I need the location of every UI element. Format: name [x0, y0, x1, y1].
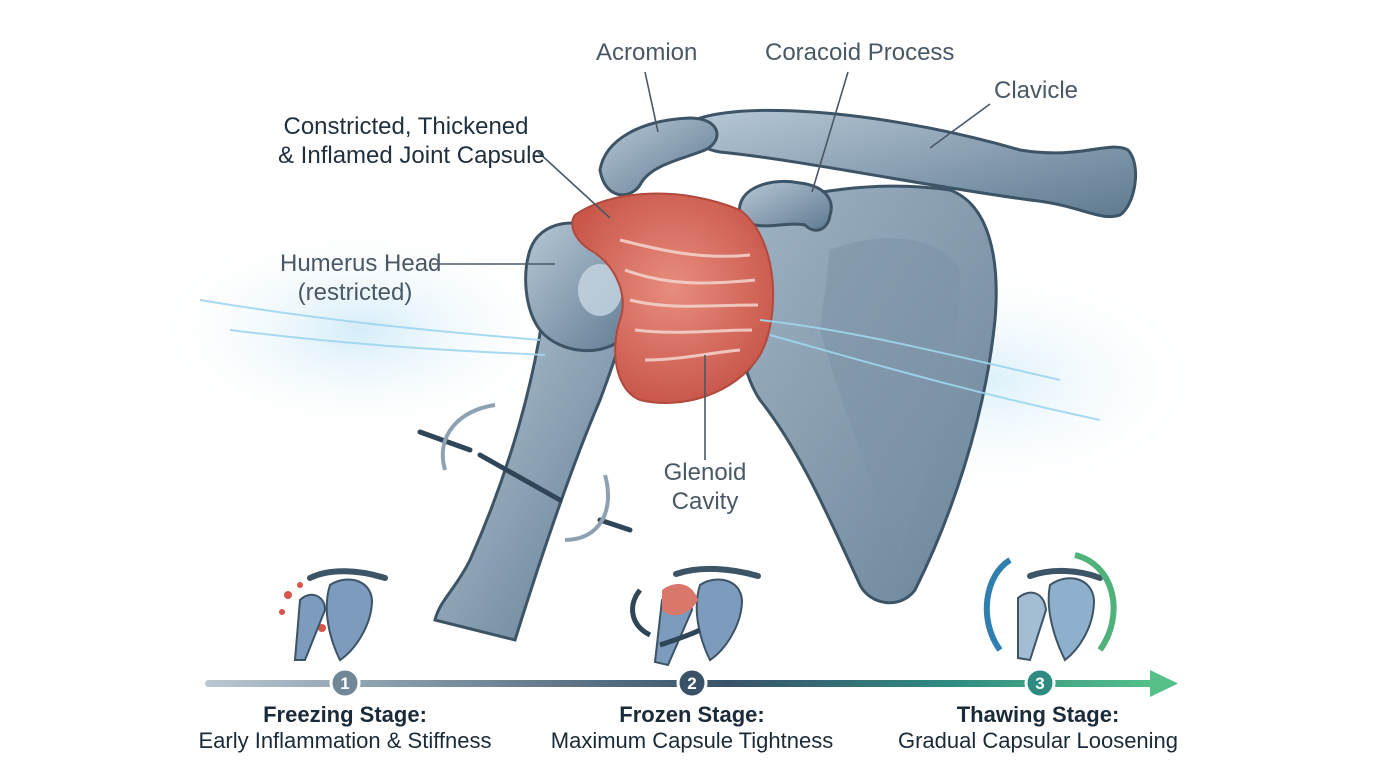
label-joint-capsule-line1: Constricted, Thickened: [283, 113, 529, 140]
label-clavicle: Clavicle: [994, 77, 1079, 104]
cold-flow-streaks: [199, 299, 1101, 421]
scapula-shade: [820, 238, 960, 551]
label-coracoid-process: Coracoid Process: [765, 39, 955, 66]
label-humerus-head-line1: Humerus Head: [280, 250, 442, 277]
stage-badge-1-circle: [329, 667, 361, 699]
stage-badge-1: 1: [329, 667, 361, 699]
stage-badge-3-number: 3: [1035, 674, 1044, 693]
stage-badge-2-number: 2: [687, 674, 696, 693]
stage-badge-2: 2: [676, 667, 708, 699]
cold-mist-left: [150, 220, 570, 440]
stage-badge-1-number: 1: [340, 674, 349, 693]
stage-1-icon: [279, 568, 388, 662]
rotation-arrows: [440, 403, 611, 542]
label-glenoid-cavity-line1: Glenoid: [663, 459, 747, 486]
stage-badge-3-circle: [1024, 667, 1056, 699]
stage-3-icon: [983, 552, 1117, 662]
stage-2-title: Frozen Stage:: [619, 702, 765, 727]
stage-3-title: Thawing Stage:: [956, 702, 1120, 727]
stage-2-description: Maximum Capsule Tightness: [550, 728, 834, 753]
label-glenoid-cavity: Glenoid Cavity: [650, 458, 760, 516]
label-humerus-head: Humerus Head (restricted): [280, 249, 442, 307]
leader-lines: [432, 71, 991, 460]
stage-2-icon: [630, 565, 761, 667]
stage-1-description: Early Inflammation & Stiffness: [198, 728, 492, 753]
label-joint-capsule: Constricted, Thickened & Inflamed Joint …: [278, 112, 545, 170]
label-acromion: Acromion: [596, 39, 698, 66]
stage-1-title: Freezing Stage:: [263, 702, 427, 727]
stage-3-description: Gradual Capsular Loosening: [897, 728, 1179, 753]
capsule-fibers: [619, 238, 759, 362]
stage-badge-3: 3: [1024, 667, 1056, 699]
stage-badge-2-circle: [676, 667, 708, 699]
clavicle-bone: [691, 108, 1137, 219]
label-glenoid-cavity-line2: Cavity: [671, 488, 739, 515]
humerus-head-highlight: [578, 264, 622, 316]
label-humerus-head-line2: (restricted): [297, 279, 413, 306]
timeline-arrowhead: [1150, 670, 1178, 697]
label-joint-capsule-line2: & Inflamed Joint Capsule: [278, 142, 545, 169]
acromion-bone: [598, 116, 719, 197]
humerus-shaft: [433, 298, 632, 642]
